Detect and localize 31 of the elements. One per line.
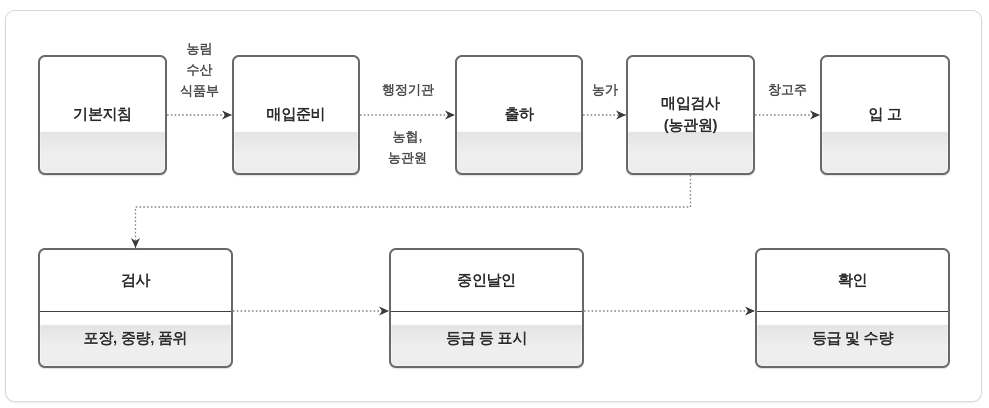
edge-note: 농협, 농관원 [388, 128, 427, 167]
dotted-arrow [167, 110, 232, 120]
edge-label: 농림 수산 식품부 [180, 40, 219, 100]
step-detail: 포장, 중량, 품위 [84, 328, 188, 349]
dotted-arrow [755, 110, 820, 120]
step-label: 입 고 [868, 105, 902, 126]
step-title: 중인날인 [457, 270, 516, 291]
step-label: 매입준비 [266, 105, 326, 126]
edge-label: 행정기관 [382, 81, 434, 99]
edge-label: 농가 [592, 81, 618, 99]
edge-label: 창고주 [768, 81, 807, 99]
step-label: 매입검사 (농관원) [660, 94, 721, 136]
process-box [38, 248, 233, 368]
process-box [389, 248, 584, 368]
process-box [626, 55, 755, 175]
dotted-arrow [131, 175, 692, 248]
dotted-arrow [233, 306, 389, 316]
step-detail: 등급 등 표시 [446, 328, 528, 349]
step-label: 출하 [504, 105, 534, 126]
process-box [820, 55, 950, 175]
process-box [232, 55, 360, 175]
step-title: 검사 [120, 270, 150, 291]
dotted-arrow [584, 306, 755, 316]
step-label: 기본지침 [73, 105, 132, 126]
step-detail: 등급 및 수량 [812, 328, 894, 349]
step-title: 확인 [838, 270, 868, 291]
dotted-arrow [583, 110, 626, 120]
process-box [755, 248, 950, 368]
process-box [455, 55, 583, 175]
dotted-arrow [360, 110, 455, 120]
process-box [38, 55, 167, 175]
